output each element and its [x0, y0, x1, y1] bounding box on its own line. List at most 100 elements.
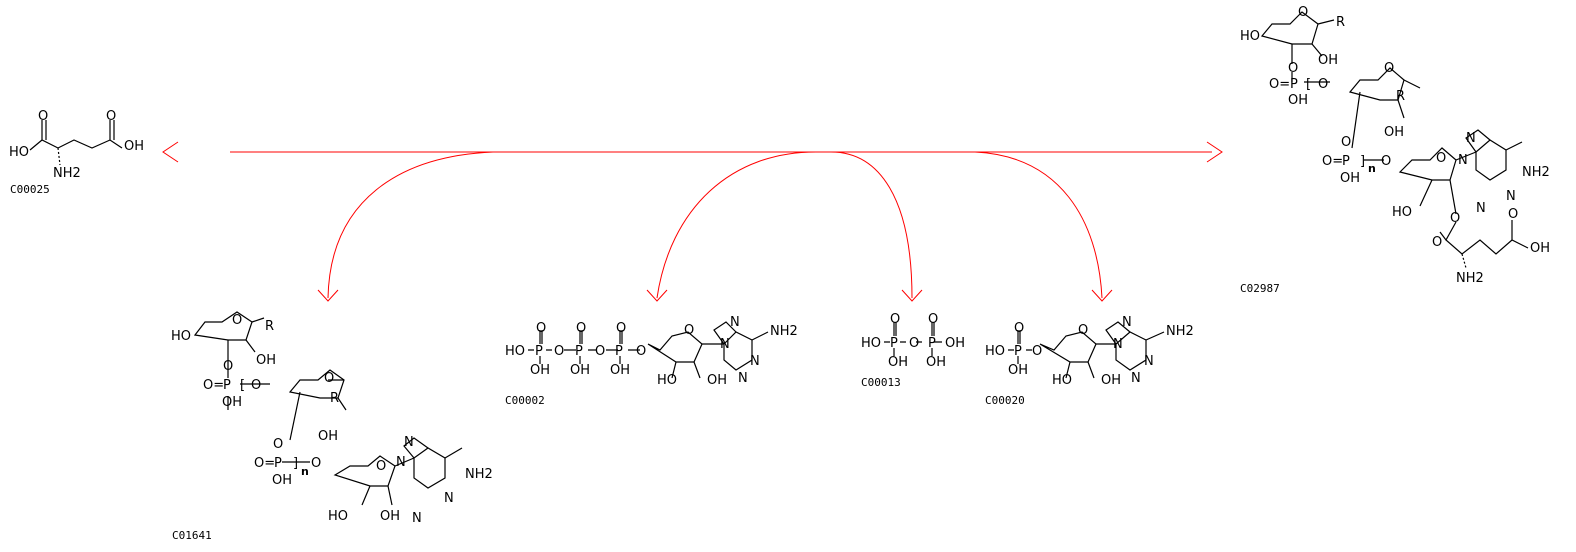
c01641-atom-o-ring2: O — [324, 371, 334, 386]
c02987-atom-oh1: OH — [1318, 53, 1338, 68]
c02987-atom-n3: N — [1506, 189, 1516, 204]
c02987-atom-o-acid: O — [1508, 207, 1518, 222]
c01641-atom-o-ring1: O — [232, 313, 242, 328]
c02987-atom-o-link1: O — [1288, 61, 1298, 76]
c02987-atom-o-eq1: O= — [1269, 77, 1290, 92]
c00002-atom-n1: N — [720, 337, 730, 352]
c00002-atom-n3: N — [750, 354, 760, 369]
c00002-atom-ho: HO — [505, 344, 525, 359]
c00020-atom-oh-p: OH — [1008, 363, 1028, 378]
c00025-atom-o2: O — [106, 109, 116, 124]
c00020-atom-n2: N — [1122, 315, 1132, 330]
c01641-atom-r2: R — [330, 391, 339, 406]
c02987-atom-p1: P — [1290, 77, 1298, 92]
c00013-atom-o1: O — [890, 312, 900, 327]
c01641-atom-n3: N — [444, 491, 454, 506]
c00002-atom-oh-p2: OH — [570, 363, 590, 378]
c02987-atom-nh2: NH2 — [1522, 165, 1550, 180]
c00013-atom-oh1: OH — [888, 355, 908, 370]
compound-c00013[interactable]: O O HO P O P OH OH OH C00013 — [861, 312, 965, 389]
c02987-atom-ho3: HO — [1392, 205, 1412, 220]
c01641-atom-o-bridge1: O — [251, 378, 261, 393]
compound-c00002[interactable]: O O O HO P O P O P O OH OH OH O N N NH2 … — [505, 315, 798, 407]
compound-c01641[interactable]: HO O R OH O O= P [ O OH O R OH O O= P ] … — [171, 311, 493, 542]
arrowhead-c00002 — [646, 289, 668, 302]
c00020-atom-n3: N — [1144, 354, 1154, 369]
c02987-atom-r1: R — [1336, 15, 1345, 30]
c01641-atom-o-bridge2: O — [311, 456, 321, 471]
c02987-atom-n-sub: n — [1368, 162, 1376, 175]
c01641-atom-bracket-l1: [ — [240, 378, 245, 393]
c00002-atom-o-ring: O — [684, 323, 694, 338]
c01641-atom-n1: N — [396, 455, 406, 470]
c02987-atom-oh-acid: OH — [1530, 241, 1550, 256]
c00020-atom-n1: N — [1113, 337, 1123, 352]
c01641-atom-nh2: NH2 — [465, 467, 493, 482]
c00002-atom-o-b2: O — [595, 344, 605, 359]
c00025-atom-o1: O — [38, 109, 48, 124]
arrowhead-right — [1206, 141, 1223, 163]
c00002-atom-o1: O — [536, 321, 546, 336]
c00013-atom-oh-end: OH — [945, 336, 965, 351]
compound-c00020[interactable]: O HO P O OH O N N NH2 N N HO OH C00020 — [985, 315, 1194, 407]
c01641-atom-o-eq1: O= — [203, 378, 224, 393]
c00020-structure — [1008, 321, 1165, 379]
c02987-atom-o-ester: O — [1450, 211, 1460, 226]
curve-to-c00002 — [656, 151, 821, 299]
c02987-atom-o-link2: O — [1341, 135, 1351, 150]
c02987-atom-o-eq2: O= — [1322, 154, 1343, 169]
c01641-atom-ho: HO — [171, 329, 191, 344]
c01641-atom-oh-p1: OH — [222, 395, 242, 410]
c00002-atom-oh2: OH — [707, 373, 727, 388]
c00025-atom-ho: HO — [9, 145, 29, 160]
c01641-atom-oh2: OH — [318, 429, 338, 444]
c02987-label: C02987 — [1240, 282, 1280, 295]
c00002-atom-o-b3: O — [636, 344, 646, 359]
arrowhead-left — [162, 141, 179, 163]
c00013-atom-p2: P — [928, 336, 936, 351]
c01641-structure — [193, 311, 463, 506]
c00020-label: C00020 — [985, 394, 1025, 407]
c02987-atom-o-carbonyl: O — [1432, 235, 1442, 250]
c02987-atom-ho: HO — [1240, 29, 1260, 44]
curve-to-c00013 — [827, 151, 913, 299]
compound-c02987[interactable]: HO O R OH O O= P [ O OH O R OH O O= P ] … — [1240, 5, 1550, 295]
c02987-atom-oh-p2: OH — [1340, 171, 1360, 186]
c00002-atom-o3: O — [616, 321, 626, 336]
c00013-atom-ho: HO — [861, 336, 881, 351]
c01641-atom-oh1: OH — [256, 353, 276, 368]
compound-c00025[interactable]: O O HO OH NH2 C00025 — [9, 109, 144, 196]
c00002-atom-n2: N — [730, 315, 740, 330]
arrowhead-c00020 — [1091, 289, 1113, 302]
c01641-atom-bracket-r2: ] — [293, 456, 298, 471]
c01641-atom-r1: R — [265, 319, 274, 334]
c00002-atom-o-b1: O — [554, 344, 564, 359]
arrowhead-c00013 — [901, 289, 923, 302]
c00020-atom-nh2: NH2 — [1166, 324, 1194, 339]
c00020-atom-o1: O — [1014, 321, 1024, 336]
c01641-atom-n-sub: n — [301, 465, 309, 478]
c02987-atom-bracket-l1: [ — [1306, 77, 1311, 92]
c02987-atom-o-bridge1: O — [1318, 77, 1328, 92]
c00020-atom-n4: N — [1131, 371, 1141, 386]
c00002-atom-p1: P — [535, 344, 543, 359]
c02987-atom-nh2-glu: NH2 — [1456, 271, 1484, 286]
c02987-atom-p2: P — [1342, 154, 1350, 169]
c01641-atom-o-ring3: O — [376, 459, 386, 474]
c00025-structure — [29, 120, 123, 166]
c00002-atom-ho2: HO — [657, 373, 677, 388]
c00020-atom-oh2: OH — [1101, 373, 1121, 388]
c01641-atom-o-link2: O — [273, 437, 283, 452]
c01641-atom-ho3: HO — [328, 509, 348, 524]
c02987-atom-oh-p1: OH — [1288, 93, 1308, 108]
c01641-atom-oh3: OH — [380, 509, 400, 524]
c00002-atom-p2: P — [575, 344, 583, 359]
c02987-structure — [1260, 11, 1529, 269]
curve-to-c01641 — [327, 151, 494, 299]
c00020-atom-p: P — [1014, 344, 1022, 359]
c02987-atom-o-bridge2: O — [1381, 154, 1391, 169]
c00013-structure — [884, 322, 942, 356]
c02987-atom-o-ring1: O — [1298, 5, 1308, 20]
c00002-atom-o2: O — [576, 321, 586, 336]
